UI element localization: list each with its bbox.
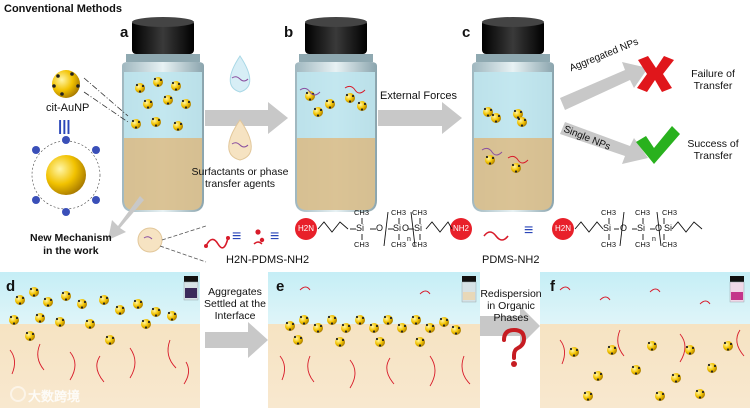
diamine-ch3-4: CH3 — [391, 240, 407, 249]
success-of-transfer-label: Success of Transfer — [687, 138, 739, 162]
arrow-c-to-failure — [560, 62, 648, 110]
b-to-c-caption: External Forces — [380, 90, 458, 102]
success-check-icon — [636, 126, 680, 164]
a-to-b-caption: Surfactants or phase transfer agents — [191, 166, 289, 190]
panel-label-c: c — [462, 24, 471, 41]
vial-c — [472, 17, 554, 212]
e-to-f-caption: Redispersion in Organic Phases — [480, 288, 542, 324]
arrow-b-to-c — [378, 102, 462, 134]
equivalence-symbol: ||| — [58, 118, 71, 135]
mono-h2n: H2N — [555, 224, 572, 233]
water-droplet-icon — [229, 55, 251, 93]
equiv-diamine-1: ≡ — [232, 228, 242, 245]
interface-zoom-icon — [137, 225, 207, 263]
panel-label-e: e — [276, 278, 285, 295]
mono-ch3-2: CH3 — [601, 240, 617, 249]
mini-vial-e — [461, 276, 477, 303]
panel-label-a: a — [120, 24, 129, 41]
failure-of-transfer-label: Failure of Transfer — [691, 68, 735, 92]
vial-c-particles — [481, 107, 529, 173]
diamine-ligand-icon — [204, 236, 230, 249]
new-mechanism-label: New Mechanism in the work — [30, 232, 112, 257]
vial-b-particles — [299, 85, 367, 117]
vial-a — [122, 17, 204, 212]
arrow-d-to-e — [205, 322, 268, 358]
diamine-structure-bonds — [317, 211, 453, 247]
mono-ch3-1: CH3 — [601, 208, 617, 217]
diamine-ch3-6: CH3 — [412, 240, 428, 249]
diamine-ch3-2: CH3 — [354, 240, 370, 249]
citrate-structure-icon — [31, 136, 101, 216]
mono-ch3-4: CH3 — [635, 240, 651, 249]
arrow-a-to-b — [205, 102, 288, 134]
zoom-lines — [83, 77, 129, 123]
mini-vial-f — [729, 276, 745, 303]
nh2-badge-right — [450, 218, 472, 240]
diamine-ch3-3: CH3 — [391, 208, 407, 217]
panel-label-f: f — [550, 278, 555, 295]
cit-aunp-particle-icon — [52, 70, 80, 98]
mono-ch3-3: CH3 — [635, 208, 651, 217]
mono-structure-bonds — [574, 211, 703, 247]
arrow-c-to-success — [560, 122, 648, 164]
d-to-e-caption: Aggregates Settled at the Interface — [204, 286, 266, 322]
mono-ligand-icon — [483, 231, 509, 241]
question-mark-icon — [502, 327, 527, 367]
diamine-si-2: Si — [393, 223, 402, 233]
failure-x-icon — [637, 56, 674, 92]
mono-o-1: O — [620, 223, 628, 233]
diamine-si-1: Si — [356, 223, 365, 233]
nh2-badge-left — [295, 218, 317, 240]
mono-si-2: Si — [637, 223, 646, 233]
mini-vial-d — [183, 276, 199, 301]
watermark-logo — [10, 386, 26, 402]
mono-n-subscript: n — [652, 236, 656, 243]
mono-ch3-6: CH3 — [662, 240, 678, 249]
equiv-diamine-2: ≡ — [270, 228, 280, 245]
diamine-h2n: H2N — [298, 224, 315, 233]
diamine-nh2: NH2 — [453, 224, 470, 233]
nh2-badge-mono — [552, 218, 574, 240]
header-title: Conventional Methods — [4, 3, 122, 15]
panel-label-d: d — [6, 278, 16, 295]
equiv-mono: ≡ — [524, 222, 534, 239]
vial-b — [295, 17, 377, 212]
watermark-text: 大数跨境 — [28, 389, 81, 404]
cit-aunp-label: cit-AuNP — [46, 102, 90, 114]
diamine-n-subscript: n — [407, 236, 411, 243]
mono-ch3-5: CH3 — [662, 208, 678, 217]
oil-droplet-icon — [228, 119, 252, 161]
coiled-ligand-icon — [253, 229, 265, 245]
panel-label-b: b — [284, 24, 294, 41]
diamine-ch3-5: CH3 — [412, 208, 428, 217]
diamine-name-label: H2N-PDMS-NH2 — [226, 254, 310, 266]
mono-si-1: Si — [603, 223, 612, 233]
mono-si-3: Si — [664, 223, 673, 233]
mono-o-2: O — [655, 223, 663, 233]
diamine-o-2: O — [402, 223, 410, 233]
panel-e-ligands — [279, 286, 471, 389]
mono-name-label: PDMS-NH2 — [482, 254, 540, 266]
diamine-si-3: Si — [414, 223, 423, 233]
panel-f-ligands — [559, 286, 745, 365]
mechanism-arrow — [108, 196, 144, 240]
diamine-ch3-1: CH3 — [354, 208, 370, 217]
panel-d-ligands — [9, 339, 189, 385]
diamine-o-1: O — [376, 223, 384, 233]
